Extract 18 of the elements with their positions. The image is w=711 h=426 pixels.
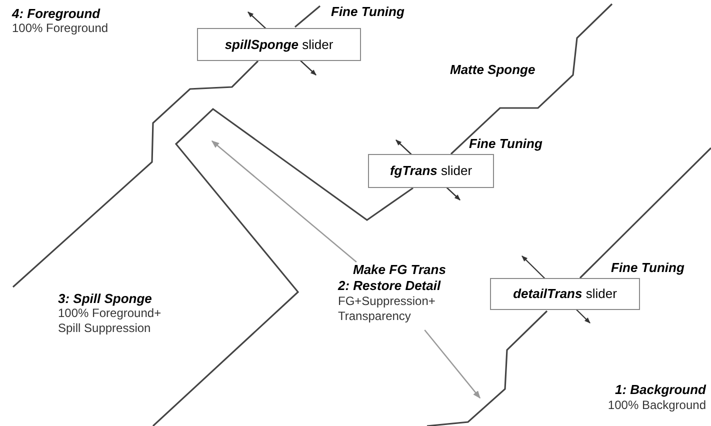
- region-heading: Fine Tuning: [611, 260, 686, 276]
- region-heading: Fine Tuning: [469, 136, 544, 152]
- arrow: [211, 140, 357, 262]
- slider-box: fgTrans slider: [368, 154, 494, 188]
- region-heading: 4: Foreground: [12, 6, 102, 22]
- region-description: 100% Foreground+ Spill Suppression: [58, 306, 162, 336]
- region-heading: Matte Sponge: [450, 62, 536, 78]
- region-description: 100% Foreground: [12, 21, 110, 36]
- heading-text: Make FG Trans: [352, 262, 447, 278]
- region-description: 100% Background: [606, 398, 706, 413]
- region-heading: Fine Tuning: [331, 4, 406, 20]
- region-heading: 1: Background: [614, 382, 706, 398]
- slider-box: detailTrans slider: [490, 278, 640, 310]
- heading-text: 2: Restore Detail: [338, 278, 442, 294]
- slider-box: spillSponge slider: [197, 28, 361, 61]
- region-heading: 3: Spill Sponge: [58, 291, 153, 307]
- description-text: FG+Suppression+ Transparency: [338, 294, 436, 324]
- arrow: [424, 330, 480, 399]
